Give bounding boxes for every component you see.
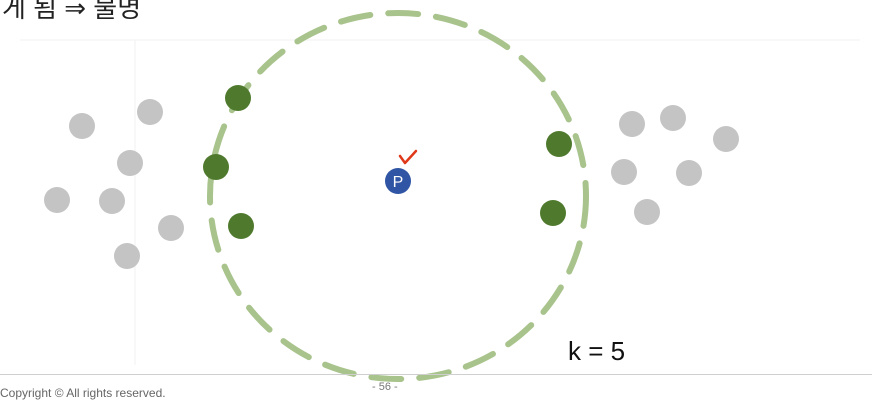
other-point	[114, 243, 140, 269]
copyright-text: Copyright © All rights reserved.	[0, 386, 166, 400]
neighbor-point	[540, 200, 566, 226]
neighbor-point	[203, 154, 229, 180]
page-number: - 56 -	[372, 381, 398, 393]
other-point	[611, 159, 637, 185]
other-point	[158, 215, 184, 241]
other-point	[117, 150, 143, 176]
k-value-label: k = 5	[568, 336, 626, 366]
neighbor-point	[228, 213, 254, 239]
neighbor-point	[546, 131, 572, 157]
other-point	[634, 199, 660, 225]
other-point	[619, 111, 645, 137]
other-points-right	[611, 105, 739, 225]
neighborhood-circle	[207, 10, 589, 382]
slide-title: 게 됨 ⇒ 불명	[2, 0, 142, 23]
nearest-neighbors	[203, 85, 572, 239]
other-point	[44, 187, 70, 213]
other-point	[660, 105, 686, 131]
other-point	[137, 99, 163, 125]
query-point-label: P	[393, 174, 404, 191]
background-guides	[20, 39, 860, 365]
check-mark-icon	[398, 149, 418, 165]
other-point	[676, 160, 702, 186]
footer-divider	[0, 374, 872, 375]
other-point	[713, 126, 739, 152]
query-point: P	[385, 168, 411, 194]
other-points-left	[44, 99, 184, 269]
other-point	[99, 188, 125, 214]
neighbor-point	[225, 85, 251, 111]
other-point	[69, 113, 95, 139]
